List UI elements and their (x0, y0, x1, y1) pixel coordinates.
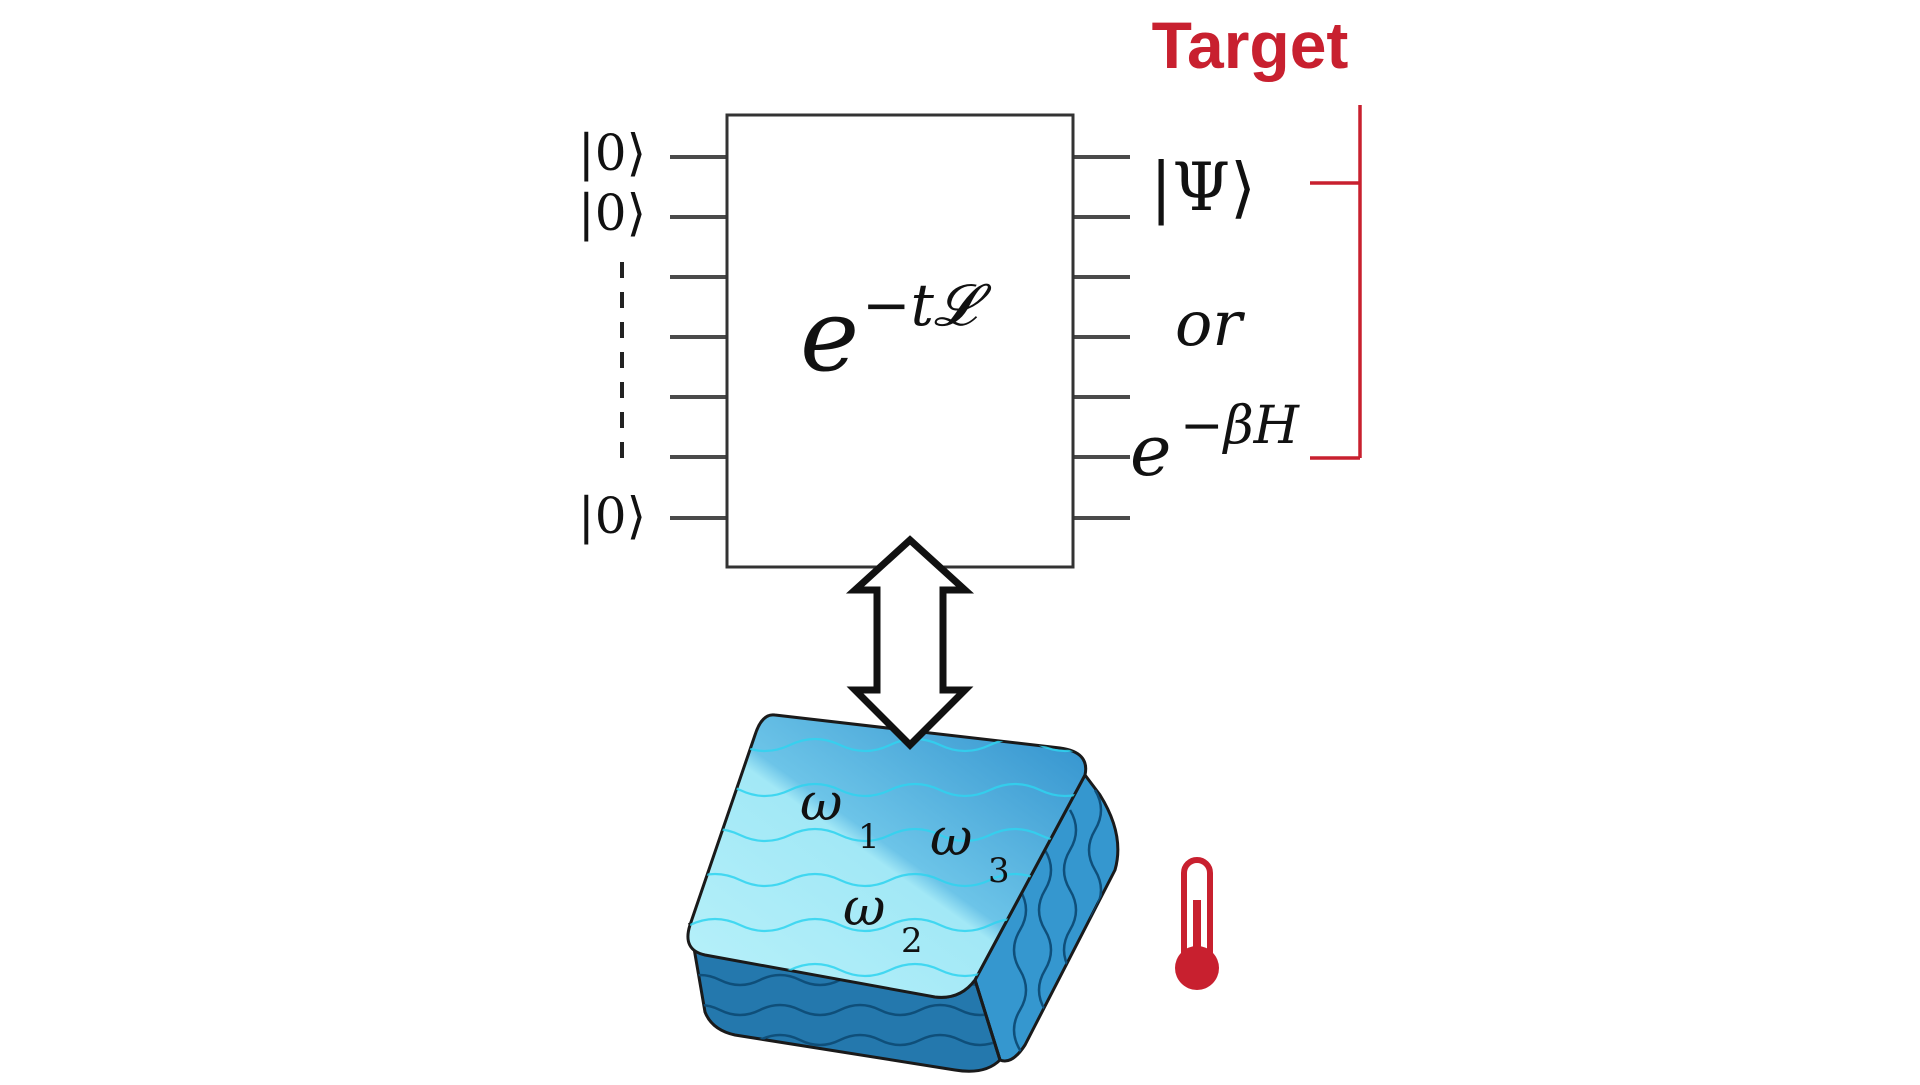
output-wires (1073, 155, 1130, 520)
output-state: |Ψ⟩ (1150, 149, 1256, 226)
output-or: or (1175, 287, 1245, 360)
gate-box (725, 113, 1075, 569)
gate-exponent: −t𝓛 (862, 271, 992, 339)
input-wires (670, 155, 727, 520)
thermometer-icon (1175, 857, 1219, 990)
output-thermal-exponent: −βH (1180, 396, 1301, 456)
output-thermal-base: e (1130, 410, 1171, 492)
bath-mode-1-subscript: 1 (858, 817, 880, 857)
input-ket-1: |0⟩ (578, 124, 646, 182)
target-label: Target (1152, 8, 1349, 82)
bath-block (686, 713, 1120, 1073)
bath-mode-3: ω (930, 808, 972, 868)
bath-mode-1: ω (800, 773, 842, 833)
bath-mode-3-subscript: 3 (988, 851, 1010, 891)
target-bracket (1310, 105, 1362, 460)
input-ket-3: |0⟩ (578, 487, 646, 545)
bath-mode-2: ω (843, 878, 885, 938)
bath-mode-2-subscript: 2 (901, 921, 923, 961)
gate-base: e (800, 277, 859, 394)
input-ket-2: |0⟩ (578, 184, 646, 242)
double-arrow-icon (845, 535, 975, 750)
